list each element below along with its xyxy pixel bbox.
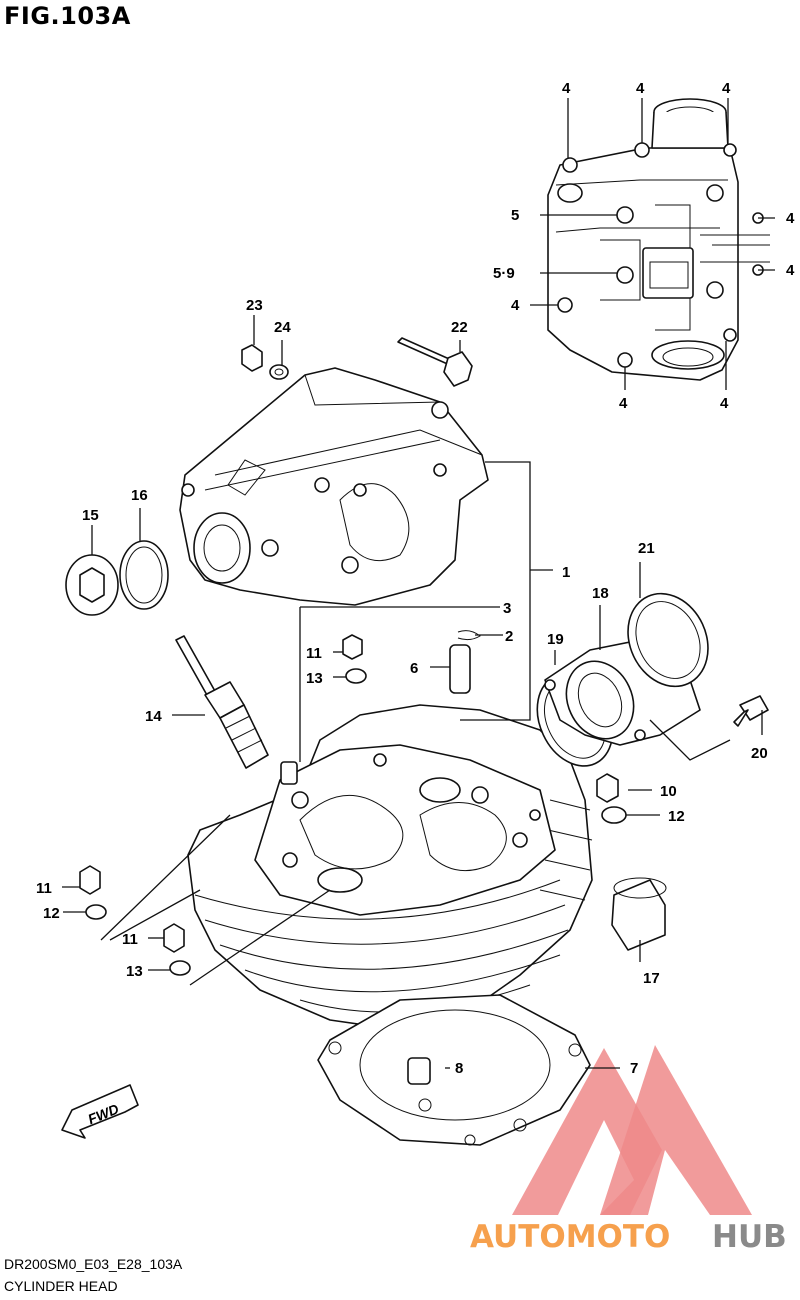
- callout-13-top: 13: [306, 670, 323, 687]
- callout-2: 2: [505, 628, 513, 645]
- callout-11-top: 11: [306, 645, 322, 662]
- dowel-pin-8-drawing: [407, 1057, 431, 1085]
- callout-14: 14: [145, 708, 162, 725]
- figure-title: FIG.103A: [4, 2, 131, 30]
- callout-labels: 4 4 4 5 4 5·9 4 4 4 4 23 24 22 15 16 1 3…: [36, 80, 795, 1077]
- cylinder-gasket-drawing: [317, 994, 591, 1146]
- callout-20: 20: [751, 745, 768, 762]
- callout-4-top-mid: 4: [636, 80, 645, 97]
- callout-4-right-lower: 4: [786, 262, 795, 279]
- callout-18: 18: [592, 585, 609, 602]
- callout-23: 23: [246, 297, 263, 314]
- callout-5-9: 5·9: [493, 265, 515, 282]
- callout-19: 19: [547, 631, 564, 648]
- callout-4-left: 4: [511, 297, 520, 314]
- callout-8: 8: [455, 1060, 463, 1077]
- callout-17: 17: [643, 970, 660, 987]
- callout-21: 21: [638, 540, 655, 557]
- callout-1: 1: [562, 564, 570, 581]
- callout-7: 7: [630, 1060, 638, 1077]
- callout-12-left: 12: [43, 905, 60, 922]
- callout-12-right: 12: [668, 808, 685, 825]
- figure-name: CYLINDER HEAD: [4, 1278, 118, 1294]
- cylinder-head-cover-drawing: [547, 98, 770, 381]
- callout-6: 6: [410, 660, 418, 677]
- callout-16: 16: [131, 487, 148, 504]
- callout-5: 5: [511, 207, 519, 224]
- callout-11-left: 11: [36, 880, 52, 897]
- callout-4-right-upper: 4: [786, 210, 795, 227]
- callout-15: 15: [82, 507, 99, 524]
- callout-4-bottom-left: 4: [619, 395, 628, 412]
- callout-13-lower: 13: [126, 963, 143, 980]
- fwd-arrow-icon: FWD: [61, 1084, 139, 1139]
- watermark-gray-text: HUB: [712, 1219, 787, 1255]
- callout-4-bottom-right: 4: [720, 395, 729, 412]
- callout-11-lower: 11: [122, 931, 138, 948]
- callout-10: 10: [660, 783, 677, 800]
- callout-22: 22: [451, 319, 468, 336]
- callout-4-top-left: 4: [562, 80, 571, 97]
- leader-lines: [62, 98, 775, 1069]
- figure-code: DR200SM0_E03_E28_103A: [4, 1256, 183, 1272]
- small-parts-drawing: FWD: [61, 337, 769, 1139]
- cylinder-head-drawing: [187, 704, 593, 1031]
- callout-24: 24: [274, 319, 291, 336]
- watermark-logo: AUTOMOTO HUB: [470, 1045, 787, 1255]
- camshaft-housing-drawing: [179, 367, 489, 606]
- watermark-orange-text: AUTOMOTO: [470, 1219, 670, 1255]
- callout-4-top-right: 4: [722, 80, 731, 97]
- callout-3: 3: [503, 600, 511, 617]
